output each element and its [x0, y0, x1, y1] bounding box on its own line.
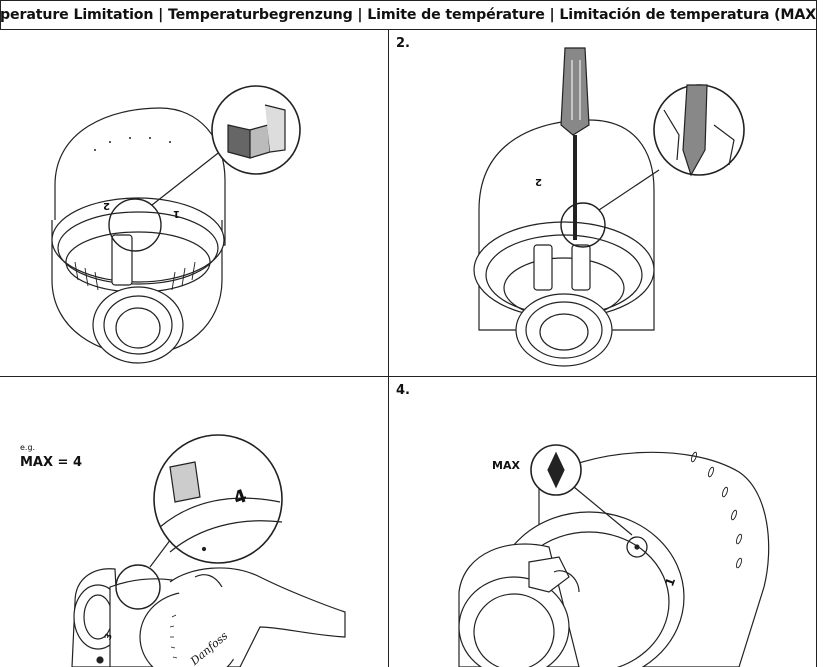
page-header: perature Limitation | Temperaturbegrenzu… [0, 0, 817, 30]
max-label: MAX [492, 459, 520, 472]
step-2-panel: 2. 2 [389, 30, 817, 377]
step-4-panel: 4. MAX [389, 377, 817, 667]
instruction-grid: 2 1 2. 2 [0, 30, 817, 667]
example-label: e.g. [20, 443, 36, 452]
page-title: perature Limitation | Temperaturbegrenzu… [0, 7, 817, 23]
dial-mark-2: 2 [535, 176, 542, 187]
max-equation: MAX = 4 [20, 455, 83, 470]
step-4-number: 4. [396, 383, 410, 398]
step-2-illustration [473, 47, 745, 367]
step-1-panel: 2 1 [0, 30, 389, 377]
step-3-illustration [71, 434, 346, 667]
step-2-number: 2. [396, 36, 410, 51]
dial-mark-2: 2 [103, 200, 110, 211]
step-1-illustration [51, 85, 301, 364]
step-3-panel: e.g. MAX = 4 [0, 377, 389, 667]
dial-mark-1: 1 [173, 208, 180, 219]
step-4-illustration [458, 444, 770, 667]
